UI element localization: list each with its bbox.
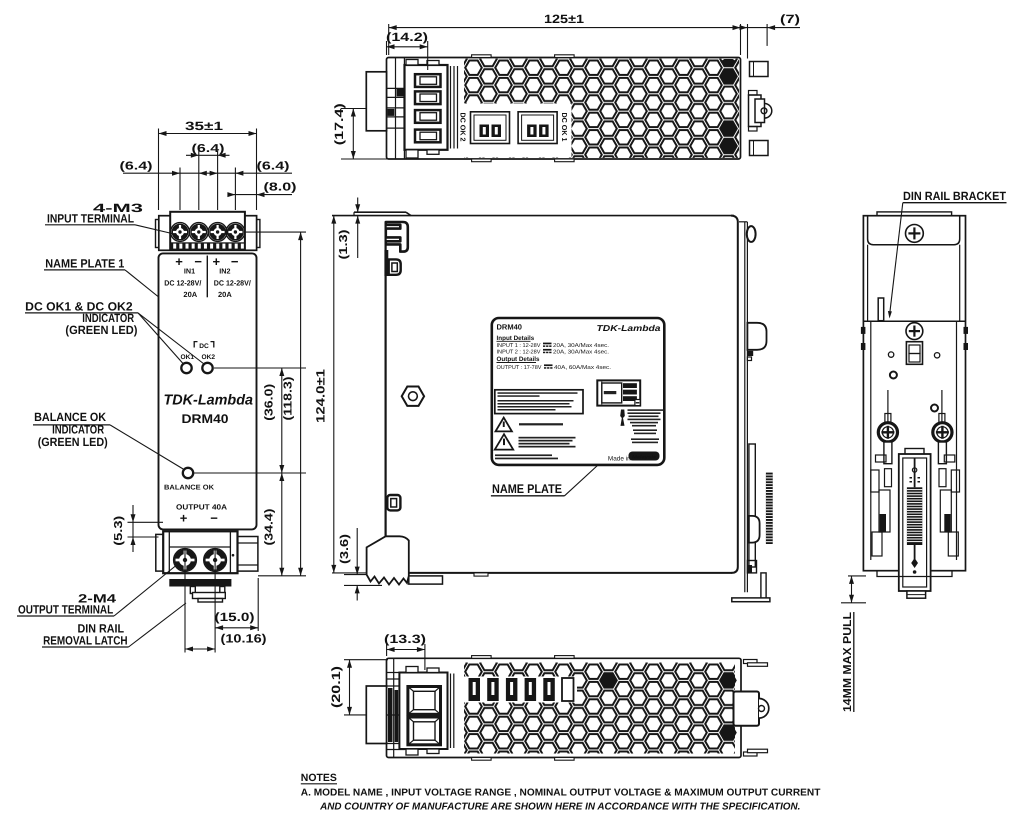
- svg-text:INPUT 2 : 12-28V: INPUT 2 : 12-28V: [497, 349, 541, 355]
- svg-text:Output Details: Output Details: [497, 356, 541, 363]
- svg-text:40A, 60A/Max 4sec.: 40A, 60A/Max 4sec.: [554, 364, 612, 371]
- svg-text:OUTPUT : 17-78V: OUTPUT : 17-78V: [497, 365, 542, 371]
- svg-text:DIN RAIL: DIN RAIL: [78, 622, 125, 636]
- svg-text:+: +: [213, 254, 221, 269]
- svg-text:OUTPUT 40A: OUTPUT 40A: [176, 503, 228, 512]
- svg-text:(3.6): (3.6): [339, 534, 351, 564]
- svg-text:REMOVAL LATCH: REMOVAL LATCH: [43, 634, 128, 648]
- svg-text:(8.0): (8.0): [264, 181, 297, 193]
- svg-text:DC 12-28V/: DC 12-28V/: [164, 279, 202, 288]
- svg-text:IN1: IN1: [184, 267, 195, 276]
- svg-text:Made in: Made in: [608, 455, 631, 462]
- svg-text:−: −: [210, 511, 218, 526]
- svg-text:DRM40: DRM40: [182, 412, 229, 426]
- svg-text:+: +: [180, 511, 188, 526]
- svg-text:(13.3): (13.3): [384, 632, 426, 646]
- svg-text:TDK-Lambda: TDK-Lambda: [164, 393, 254, 409]
- svg-text:DC OK 2: DC OK 2: [459, 113, 468, 142]
- svg-text:125±1: 125±1: [544, 12, 584, 26]
- svg-text:Malaysia: Malaysia: [632, 454, 656, 460]
- svg-text:(5.3): (5.3): [113, 515, 125, 545]
- svg-text:IN2: IN2: [219, 267, 230, 276]
- svg-text:(6.4): (6.4): [257, 161, 290, 173]
- svg-text:+: +: [175, 254, 183, 269]
- svg-text:BALANCE OK: BALANCE OK: [164, 485, 214, 492]
- svg-text:OK2: OK2: [202, 354, 216, 361]
- svg-text:INDICATOR: INDICATOR: [82, 311, 134, 325]
- svg-text:(7): (7): [780, 12, 800, 26]
- svg-text:DC OK1 & DC OK2: DC OK1 & DC OK2: [25, 299, 133, 313]
- svg-text:A. MODEL NAME , INPUT VOLTAGE: A. MODEL NAME , INPUT VOLTAGE RANGE , NO…: [301, 787, 821, 798]
- svg-text:124.0±1: 124.0±1: [314, 369, 328, 423]
- svg-text:−: −: [194, 254, 202, 269]
- svg-text:2-M4: 2-M4: [78, 592, 116, 606]
- svg-text:(118.3): (118.3): [283, 376, 295, 420]
- svg-text:(10.16): (10.16): [221, 631, 267, 645]
- svg-text:(34.4): (34.4): [264, 508, 276, 545]
- svg-text:INDICATOR: INDICATOR: [52, 423, 104, 437]
- svg-text:20A: 20A: [218, 290, 232, 299]
- svg-text:35±1: 35±1: [185, 119, 223, 133]
- svg-text:BALANCE OK: BALANCE OK: [34, 410, 106, 424]
- svg-text:DC: DC: [199, 343, 209, 350]
- svg-text:DIN RAIL BRACKET: DIN RAIL BRACKET: [903, 189, 1007, 203]
- svg-text:INPUT TERMINAL: INPUT TERMINAL: [47, 212, 134, 226]
- svg-text:(14.2): (14.2): [386, 30, 428, 44]
- svg-text:(17.4): (17.4): [332, 103, 346, 145]
- svg-text:OK1: OK1: [181, 354, 195, 361]
- svg-text:14MM MAX PULL: 14MM MAX PULL: [842, 612, 854, 712]
- svg-text:NAME PLATE 1: NAME PLATE 1: [45, 256, 124, 270]
- svg-text:(20.1): (20.1): [329, 666, 343, 708]
- svg-text:4-M3: 4-M3: [93, 201, 144, 215]
- svg-text:DC 12-28V/: DC 12-28V/: [214, 279, 252, 288]
- svg-text:(36.0): (36.0): [264, 384, 276, 421]
- svg-text:−: −: [231, 254, 239, 269]
- svg-text:(GREEN LED): (GREEN LED): [38, 435, 108, 449]
- svg-text:(15.0): (15.0): [215, 610, 255, 624]
- svg-text:OUTPUT TERMINAL: OUTPUT TERMINAL: [18, 603, 113, 617]
- svg-text:NAME PLATE: NAME PLATE: [492, 482, 562, 496]
- svg-text:(6.4): (6.4): [120, 161, 153, 173]
- svg-text:Input Details: Input Details: [497, 335, 535, 342]
- svg-text:(1.3): (1.3): [338, 229, 350, 259]
- svg-text:20A: 20A: [183, 290, 197, 299]
- svg-text:(6.4): (6.4): [192, 143, 225, 155]
- svg-text:INPUT 1 : 12-28V: INPUT 1 : 12-28V: [497, 343, 541, 349]
- svg-text:DRM40: DRM40: [497, 323, 522, 332]
- svg-text:(GREEN LED): (GREEN LED): [65, 323, 137, 337]
- svg-text:DC OK 1: DC OK 1: [560, 113, 569, 142]
- svg-text:TDK-Lambda: TDK-Lambda: [597, 323, 661, 333]
- svg-text:AND COUNTRY OF MANUFACTURE ARE: AND COUNTRY OF MANUFACTURE ARE SHOWN HER…: [319, 802, 800, 813]
- svg-text:NOTES: NOTES: [301, 772, 337, 784]
- svg-text:20A, 30A/Max 4sec.: 20A, 30A/Max 4sec.: [553, 342, 609, 349]
- svg-text:20A, 30A/Max 4sec.: 20A, 30A/Max 4sec.: [553, 348, 609, 355]
